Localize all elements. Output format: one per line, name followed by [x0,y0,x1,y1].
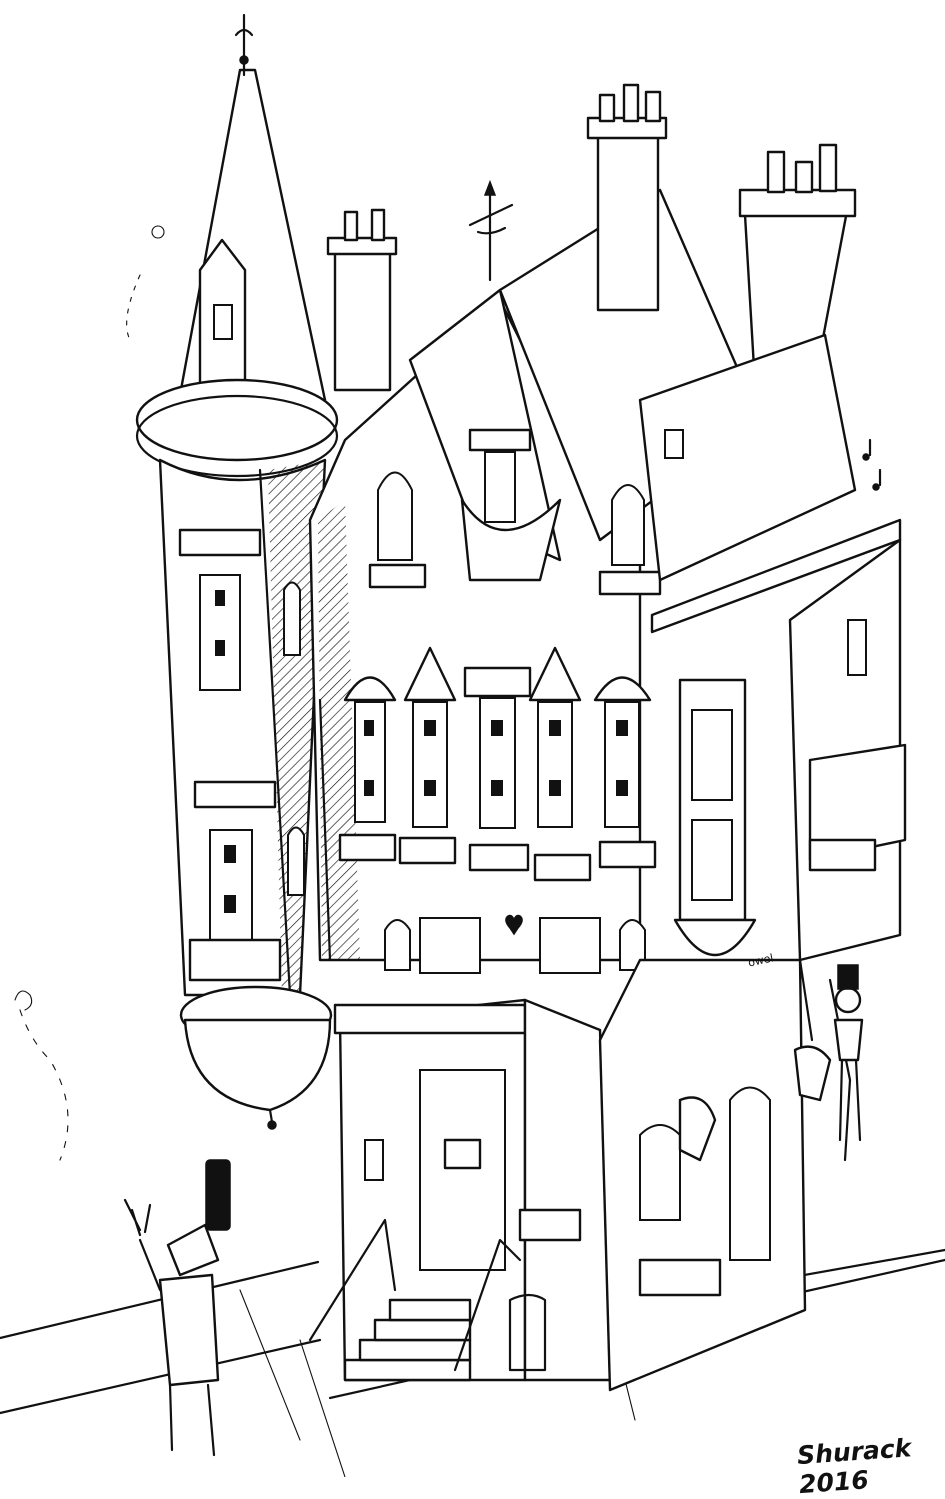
soldier-figure [123,1159,231,1457]
hanging-figures [678,958,864,1162]
front-chimney [586,83,668,312]
back-chimney [326,208,398,392]
lower-window-row [384,917,646,974]
artist-signature: Shurack 2016 [796,1433,913,1499]
music-note-icon [862,438,882,491]
middle-window-row [338,646,657,882]
left-tower [135,13,339,1130]
weather-vane-icon [468,179,514,282]
central-building [308,188,762,974]
decorative-trails [14,225,165,1161]
heart-icon [505,914,523,936]
lower-building [308,958,807,1392]
front-steps [308,1218,547,1382]
right-annex [638,333,907,962]
